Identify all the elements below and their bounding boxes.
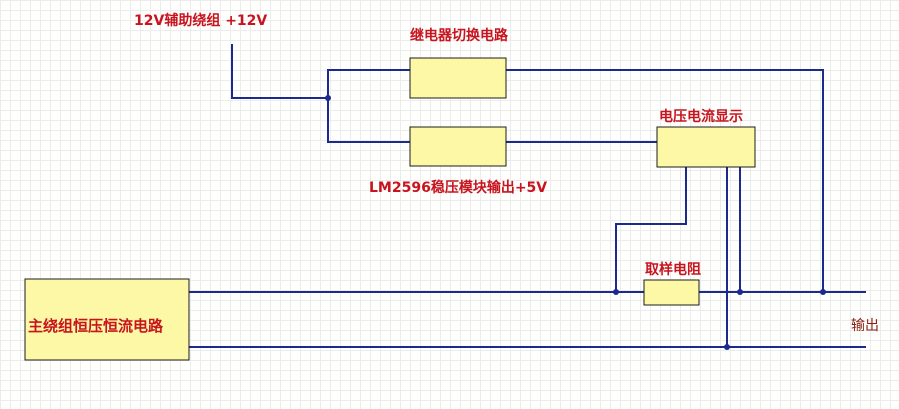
wire-sense-current-a (615, 167, 687, 292)
wire-split-to-relay (327, 69, 410, 98)
sampling-resistor-label: 取样电阻 (645, 261, 701, 278)
wire-split-to-lm2596 (327, 98, 410, 143)
main-cc-circuit-box (24, 278, 190, 361)
junction-dot (325, 95, 331, 101)
volt-current-display-label: 电压电流显示 (659, 108, 743, 125)
junction-dot (724, 344, 730, 350)
junction-dot (613, 289, 619, 295)
main-cc-circuit-label: 主绕组恒压恒流电路 (28, 317, 164, 335)
wires (189, 44, 866, 348)
lm2596-output-label: LM2596稳压模块输出+5V (369, 179, 547, 196)
lm2596-module-box (409, 126, 507, 167)
output-label: 输出 (851, 318, 879, 334)
junction-dot (820, 289, 826, 295)
junctions (325, 95, 826, 350)
wire-relay-to-output (506, 69, 824, 292)
volt-current-display-box (656, 126, 756, 168)
aux-winding-label: 12V辅助绕组 +12V (134, 12, 267, 29)
relay-switch-box (409, 57, 507, 99)
junction-dot (737, 289, 743, 295)
wire-aux-12v-feed (231, 44, 328, 99)
relay-switch-label: 继电器切换电路 (410, 27, 509, 44)
sampling-resistor-box (643, 279, 700, 306)
